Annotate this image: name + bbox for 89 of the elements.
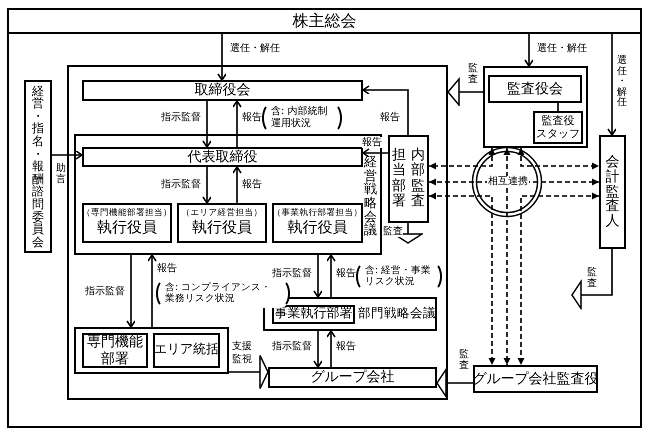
unit-name: （エリア経営担当） — [182, 209, 262, 220]
edge-label: 報告 — [362, 137, 382, 148]
arrow — [362, 148, 388, 158]
edge-label: 監査 — [467, 64, 479, 85]
unit-name: エリア統括 — [154, 343, 219, 358]
arrow — [147, 254, 157, 327]
unit-name: 執行役員 — [192, 219, 252, 236]
arrow — [362, 85, 409, 135]
arrow — [326, 254, 336, 297]
group-company-box — [268, 367, 437, 388]
unit-name: グループ会社 — [310, 369, 394, 386]
officer-box — [82, 203, 172, 243]
edge-label: 選任・解任 — [230, 43, 280, 54]
arrow — [217, 34, 227, 81]
edge-label: 監査 — [383, 226, 403, 237]
edge-label: 指示監督 — [161, 112, 201, 123]
edge-label: 指示監督 — [161, 179, 201, 190]
assembly-band — [7, 8, 642, 34]
arrow — [313, 255, 323, 298]
edge-label: 選任・解任 — [616, 56, 628, 108]
edge-label: 指示監督 — [85, 286, 125, 297]
edge-label: 監査 — [458, 350, 470, 371]
chevron-arrow — [436, 368, 473, 398]
chevron-arrow — [447, 78, 483, 106]
arrow — [524, 34, 534, 67]
circle-label: 相互連携 — [487, 176, 529, 188]
edge-label: 報告 — [336, 268, 356, 279]
unit-name: スタッフ — [536, 128, 580, 140]
unit-name: 執行役員 — [97, 219, 157, 236]
officer-box — [272, 203, 363, 243]
auditor-board-box — [488, 75, 582, 103]
arrow — [202, 167, 212, 204]
arrow — [52, 150, 83, 160]
officer-box — [177, 203, 267, 243]
edge-label: 報告 — [380, 112, 400, 123]
company-frame — [67, 65, 448, 400]
dashed-arrow — [429, 148, 496, 170]
frame-title: 経営戦略会議 — [363, 156, 378, 238]
edge-label: 報告 — [242, 179, 262, 190]
unit-name: 経営・指名・報酬諮問委員会 — [31, 84, 45, 248]
arrow — [202, 101, 212, 148]
unit-name: （専門機能部署担当） — [82, 209, 172, 220]
chevron-arrow — [229, 354, 269, 390]
edge-label: 助言 — [55, 164, 67, 185]
bracketed-note: 含: コンプライアンス・業務リスク状況 — [156, 279, 290, 308]
unit-name: 内部監査担当部署 — [391, 148, 426, 210]
department-box — [153, 333, 220, 368]
dashed-arrow — [518, 148, 599, 170]
arrow — [313, 331, 323, 368]
staff-box — [533, 111, 583, 144]
edge-label: 選任・解任 — [537, 43, 587, 54]
unit-name: 専門機能部署 — [86, 334, 144, 367]
dashed-arrow — [429, 192, 496, 365]
connector-line — [557, 103, 559, 111]
unit-name: 会計監査人 — [604, 155, 620, 229]
arrow — [607, 34, 617, 136]
unit-name: 執行役員 — [288, 219, 348, 236]
auditor-frame — [483, 66, 588, 148]
dashed-arrow — [504, 148, 510, 365]
bracketed-note: 含: 内部統制運用状況 — [262, 103, 342, 133]
arrow — [126, 255, 136, 328]
unit-name: 監査役 — [542, 114, 574, 128]
arrow — [232, 166, 242, 203]
edge-label: 報告 — [242, 112, 262, 123]
unit-name: 株主総会 — [292, 12, 356, 30]
dashed-arrow — [518, 192, 599, 365]
arrow — [232, 100, 242, 147]
department-frame — [74, 327, 229, 374]
edge-label: 報告 — [336, 341, 356, 352]
edge-label: 支援監視 — [232, 341, 254, 366]
edge-label: 指示監督 — [272, 268, 312, 279]
bracketed-note: 含: 経営・事業リスク状況 — [356, 262, 442, 291]
chevron-arrow — [571, 249, 613, 310]
edge-label: 監査 — [586, 268, 598, 289]
unit-name: （事業執行部署担当） — [272, 209, 362, 220]
unit-name: 代表取締役 — [188, 148, 258, 166]
committee-box — [24, 80, 52, 253]
arrow — [326, 330, 336, 367]
unit-name: 監査役会 — [507, 80, 563, 98]
board-box — [82, 80, 363, 101]
accountant-box — [599, 135, 626, 249]
president-box — [82, 147, 363, 167]
unit-name: 取締役会 — [194, 82, 250, 99]
group-auditor-box — [473, 365, 598, 393]
frame-title: 部門戦略会議 — [358, 306, 436, 320]
meeting-frame — [74, 134, 382, 255]
audit-dept-box — [388, 135, 429, 223]
edge-label: 指示監督 — [272, 341, 312, 352]
edge-label: 報告 — [157, 263, 177, 274]
